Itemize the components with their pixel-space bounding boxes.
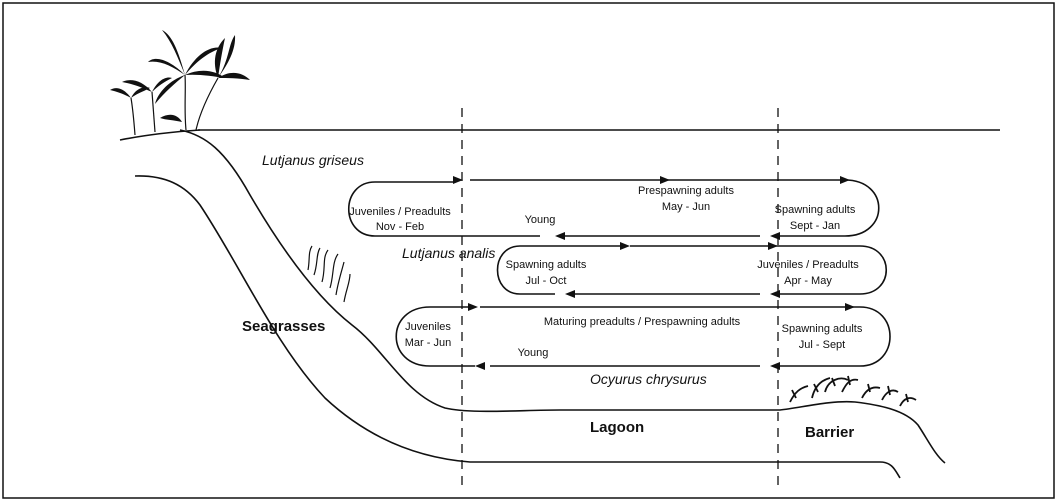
chrysurus-juveniles-time: Mar - Jun (405, 337, 451, 349)
species-chrysurus-label: Ocyurus chrysurus (590, 371, 707, 387)
seagrass-icon (308, 246, 350, 302)
griseus-young-label: Young (525, 214, 556, 226)
griseus-juveniles-time: Nov - Feb (376, 221, 424, 233)
griseus-prespawning-label: Prespawning adults (638, 185, 735, 197)
analis-spawning-label: Spawning adults (506, 259, 587, 271)
chrysurus-maturing-label: Maturing preadults / Prespawning adults (544, 316, 741, 328)
figure-border (3, 3, 1054, 498)
zone-seagrasses-label: Seagrasses (242, 318, 325, 335)
chrysurus-juveniles-label: Juveniles (405, 321, 451, 333)
palm-trees-icon (110, 30, 250, 140)
analis-juveniles-time: Apr - May (784, 275, 832, 287)
griseus-spawning-label: Spawning adults (775, 204, 856, 216)
chrysurus-cycle (396, 303, 890, 370)
chrysurus-spawning-label: Spawning adults (782, 323, 863, 335)
griseus-spawning-time: Sept - Jan (790, 220, 840, 232)
zone-lagoon-label: Lagoon (590, 419, 644, 436)
chrysurus-spawning-time: Jul - Sept (799, 339, 845, 351)
species-griseus-label: Lutjanus griseus (262, 152, 364, 168)
chrysurus-young-label: Young (518, 347, 549, 359)
analis-spawning-time: Jul - Oct (526, 275, 567, 287)
zone-barrier-label: Barrier (805, 424, 854, 441)
griseus-juveniles-label: Juveniles / Preadults (349, 206, 451, 218)
species-analis-label: Lutjanus analis (402, 245, 495, 261)
analis-juveniles-label: Juveniles / Preadults (757, 259, 859, 271)
griseus-prespawning-time: May - Jun (662, 201, 710, 213)
